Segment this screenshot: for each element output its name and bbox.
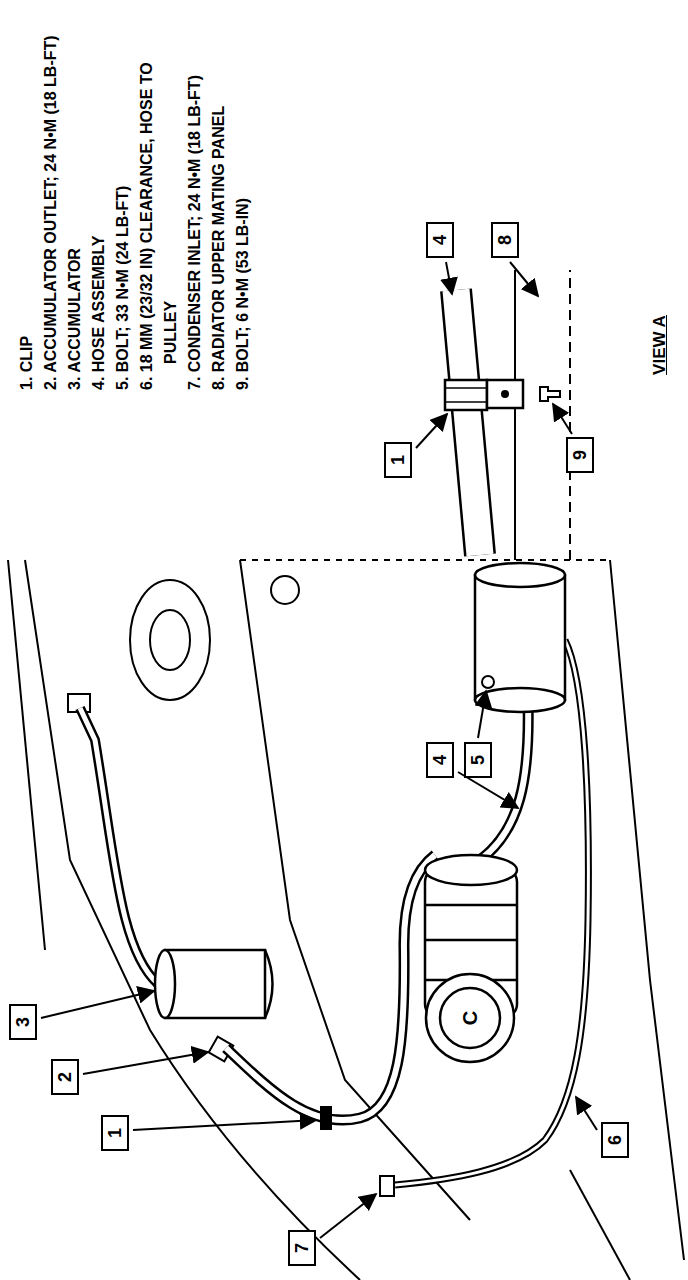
callout-number: 4 xyxy=(430,235,450,245)
part-description: 6. 18 MM (23/32 IN) CLEARANCE, HOSE TO P… xyxy=(135,10,183,390)
callout-number: 8 xyxy=(495,235,515,245)
callout-number: 9 xyxy=(570,450,590,460)
callout-number: 3 xyxy=(13,1017,33,1027)
part-description: 3. ACCUMULATOR xyxy=(63,10,87,390)
part-description: 1. CLIP xyxy=(15,10,39,390)
callout-box: 2 xyxy=(51,1059,79,1095)
callout-number: 7 xyxy=(292,1243,312,1253)
compressor xyxy=(425,855,517,1062)
callout-number: 2 xyxy=(55,1072,75,1082)
callout-box: 8 xyxy=(491,222,519,258)
part-description: 7. CONDENSER INLET; 24 N•M (18 LB-FT) xyxy=(183,10,207,390)
muffler xyxy=(475,563,565,712)
callout-number: 5 xyxy=(468,755,488,765)
callout-box: 1 xyxy=(384,442,412,478)
callout-box: 3 xyxy=(9,1004,37,1040)
part-description: 4. HOSE ASSEMBLY xyxy=(87,10,111,390)
part-description: 5. BOLT; 33 N•M (24 LB-FT) xyxy=(111,10,135,390)
callout-number: 6 xyxy=(605,1135,625,1145)
engine-bay xyxy=(8,560,684,1280)
callout-box: 4 xyxy=(426,222,454,258)
accumulator xyxy=(80,708,273,1061)
part-description: 8. RADIATOR UPPER MATING PANEL xyxy=(207,10,231,390)
callout-box: 1 xyxy=(101,1115,129,1151)
view-title: VIEW A xyxy=(650,315,670,375)
hose-assembly xyxy=(226,640,588,1196)
callout-box: 7 xyxy=(288,1230,316,1266)
callout-box: 4 xyxy=(426,742,454,778)
callout-box: 9 xyxy=(566,437,594,473)
view-a-drawing xyxy=(445,270,570,560)
callout-box: 6 xyxy=(601,1122,629,1158)
callout-number: 1 xyxy=(388,455,408,465)
compressor-letter: C xyxy=(459,1011,482,1025)
part-description: 2. ACCUMULATOR OUTLET; 24 N•M (18 LB-FT) xyxy=(39,10,63,390)
leader-lines xyxy=(41,262,597,1238)
part-description: 9. BOLT; 6 N•M (53 LB-IN) xyxy=(231,10,255,390)
parts-key: 1. CLIP2. ACCUMULATOR OUTLET; 24 N•M (18… xyxy=(15,10,255,390)
callout-box: 5 xyxy=(464,742,492,778)
callout-number: 4 xyxy=(430,755,450,765)
callout-number: 1 xyxy=(105,1128,125,1138)
